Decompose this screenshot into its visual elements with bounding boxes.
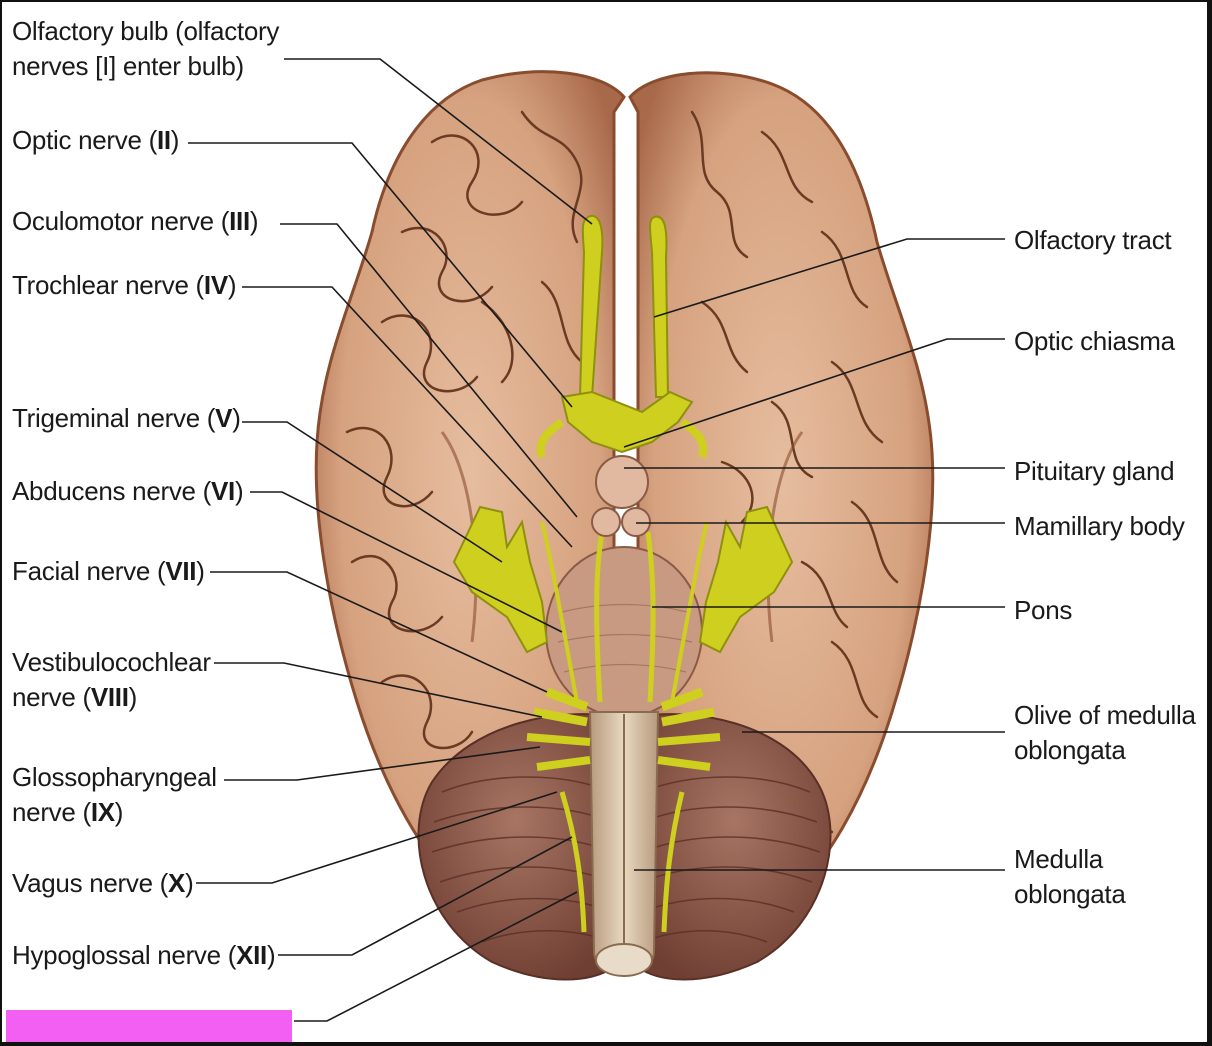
label-line1: Glossopharyngeal (12, 762, 217, 792)
label-trigeminal-nerve: Trigeminal nerve (V) (12, 401, 241, 436)
label-olfactory-bulb: Olfactory bulb (olfactory nerves [I] ent… (12, 14, 279, 84)
label-close: ) (196, 556, 205, 586)
cerebellum (417, 713, 832, 981)
nerves (452, 214, 794, 933)
label-close: ) (227, 270, 237, 300)
label-line1: Vestibulocochlear (12, 647, 211, 677)
label-glossopharyngeal-nerve: Glossopharyngeal nerve (IX) (12, 760, 217, 830)
label-line2: oblongata (1014, 735, 1126, 765)
label-pons: Pons (1014, 595, 1073, 625)
label-olive-of-medulla: Olive of medulla oblongata (1014, 698, 1196, 768)
label-line1: Medulla (1014, 844, 1103, 874)
label-medulla-oblongata: Medulla oblongata (1014, 842, 1126, 912)
label-numeral: IX (90, 797, 115, 827)
label-text: Vagus nerve ( (12, 868, 169, 898)
pituitary-shape (595, 455, 649, 509)
label-numeral: XII (236, 940, 267, 970)
label-mamillary-body: Mamillary body (1014, 511, 1185, 541)
label-line1: Olive of medulla (1014, 700, 1196, 730)
label-numeral: V (215, 403, 233, 433)
label-numeral: III (229, 206, 250, 236)
label-close: ) (232, 403, 241, 433)
label-text: Trigeminal nerve ( (12, 403, 216, 433)
label-pituitary-gland: Pituitary gland (1014, 456, 1175, 486)
label-text: Facial nerve ( (12, 556, 166, 586)
label-text: Oculomotor nerve ( (12, 206, 230, 236)
label-olfactory-tract: Olfactory tract (1014, 225, 1172, 255)
label-close: ) (249, 206, 259, 236)
label-numeral: X (168, 868, 186, 898)
label-numeral: IV (203, 270, 228, 300)
label-line2: oblongata (1014, 879, 1126, 909)
label-vestibulocochlear-nerve: Vestibulocochlear nerve (VIII) (12, 645, 211, 715)
label-abducens-nerve: Abducens nerve (VI) (12, 474, 244, 509)
label-vagus-nerve: Vagus nerve (X) (12, 866, 194, 901)
label-text: Hypoglossal nerve ( (12, 940, 237, 970)
label-optic-nerve: Optic nerve (II) (12, 123, 179, 158)
label-numeral: VI (211, 476, 235, 506)
redaction-box (6, 1010, 292, 1042)
label-oculomotor-nerve: Oculomotor nerve (III) (12, 204, 259, 239)
label-olfactory-bulb-line2: nerves [I] enter bulb) (12, 51, 244, 81)
mamillary-shape-left (591, 507, 621, 537)
label-numeral: VII (165, 556, 197, 586)
pons-shape (545, 546, 703, 718)
label-numeral: II (156, 125, 171, 155)
label-text: nerve ( (12, 682, 91, 712)
label-hypoglossal-nerve: Hypoglossal nerve (XII) (12, 938, 276, 973)
label-numeral: VIII (90, 682, 129, 712)
label-olfactory-bulb-line1: Olfactory bulb (olfactory (12, 16, 280, 46)
label-close: ) (234, 476, 244, 506)
label-text: Abducens nerve ( (12, 476, 211, 506)
label-close: ) (185, 868, 194, 898)
label-text: nerve ( (12, 797, 91, 827)
leader-lines (188, 58, 1005, 1022)
label-trochlear-nerve: Trochlear nerve (IV) (12, 268, 237, 303)
label-close: ) (114, 797, 124, 827)
mamillary-shape-right (621, 507, 651, 537)
label-line2-wrap: nerve (IX) (12, 795, 217, 830)
label-close: ) (128, 682, 138, 712)
label-facial-nerve: Facial nerve (VII) (12, 554, 205, 589)
label-optic-chiasma: Optic chiasma (1014, 326, 1175, 356)
label-text: Trochlear nerve ( (12, 270, 204, 300)
label-close: ) (266, 940, 276, 970)
label-text: Optic nerve ( (12, 125, 157, 155)
label-close: ) (170, 125, 180, 155)
label-line2-wrap: nerve (VIII) (12, 680, 211, 715)
